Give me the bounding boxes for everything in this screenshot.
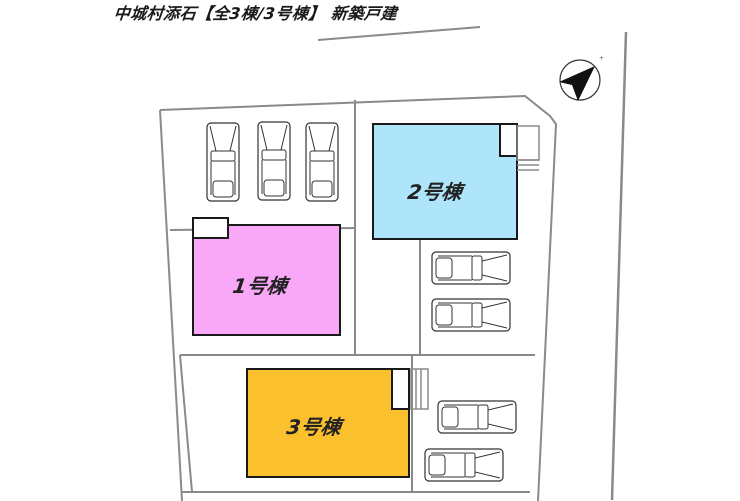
- car-icon: [257, 121, 291, 201]
- car-icon: [431, 298, 511, 332]
- building-1: [192, 217, 341, 336]
- car-icon: [424, 448, 504, 482]
- car-icon: [437, 400, 517, 434]
- building-3: [246, 368, 429, 478]
- car-icon: [206, 122, 240, 202]
- car-icon: [431, 251, 511, 285]
- parking-lot-2: [431, 251, 511, 332]
- building-2: [372, 123, 540, 240]
- building-1-label: 1号棟: [231, 274, 289, 298]
- parking-lot-3: [424, 400, 517, 482]
- building-2-label: 2号棟: [406, 180, 464, 204]
- car-icon: [305, 122, 339, 202]
- road-edge-top: [317, 26, 481, 41]
- road-edge-right: [610, 31, 628, 501]
- parking-lot-1: [206, 121, 339, 202]
- building-3-label: 3号棟: [285, 415, 343, 439]
- svg-text:+: +: [599, 55, 604, 62]
- north-arrow-icon: +: [559, 55, 604, 101]
